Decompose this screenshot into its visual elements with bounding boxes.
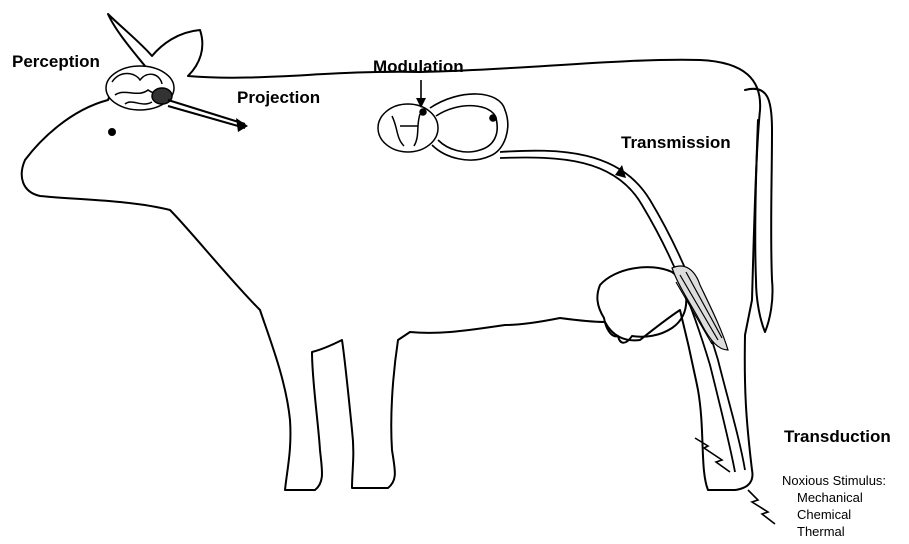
transmission-label: Transmission [621, 133, 731, 153]
stimulus-bolt-lower [748, 490, 775, 524]
stimulus-type-mechanical: Mechanical [797, 490, 863, 506]
cow-eye [109, 129, 115, 135]
modulation-label: Modulation [373, 57, 464, 77]
stimulus-heading: Noxious Stimulus: [782, 473, 886, 489]
dorsal-root-ganglion [430, 94, 508, 160]
stimulus-type-chemical: Chemical [797, 507, 851, 523]
brain [106, 66, 174, 110]
stimulus-bolt-upper [695, 438, 730, 472]
transduction-label: Transduction [784, 427, 891, 447]
projection-tract [168, 100, 245, 128]
perception-label: Perception [12, 52, 100, 72]
projection-label: Projection [237, 88, 320, 108]
stimulus-type-thermal: Thermal [797, 524, 845, 540]
spinal-cord [378, 104, 438, 152]
tail [745, 89, 773, 332]
projection-arrowhead [236, 118, 248, 132]
leg-muscle [672, 266, 728, 350]
